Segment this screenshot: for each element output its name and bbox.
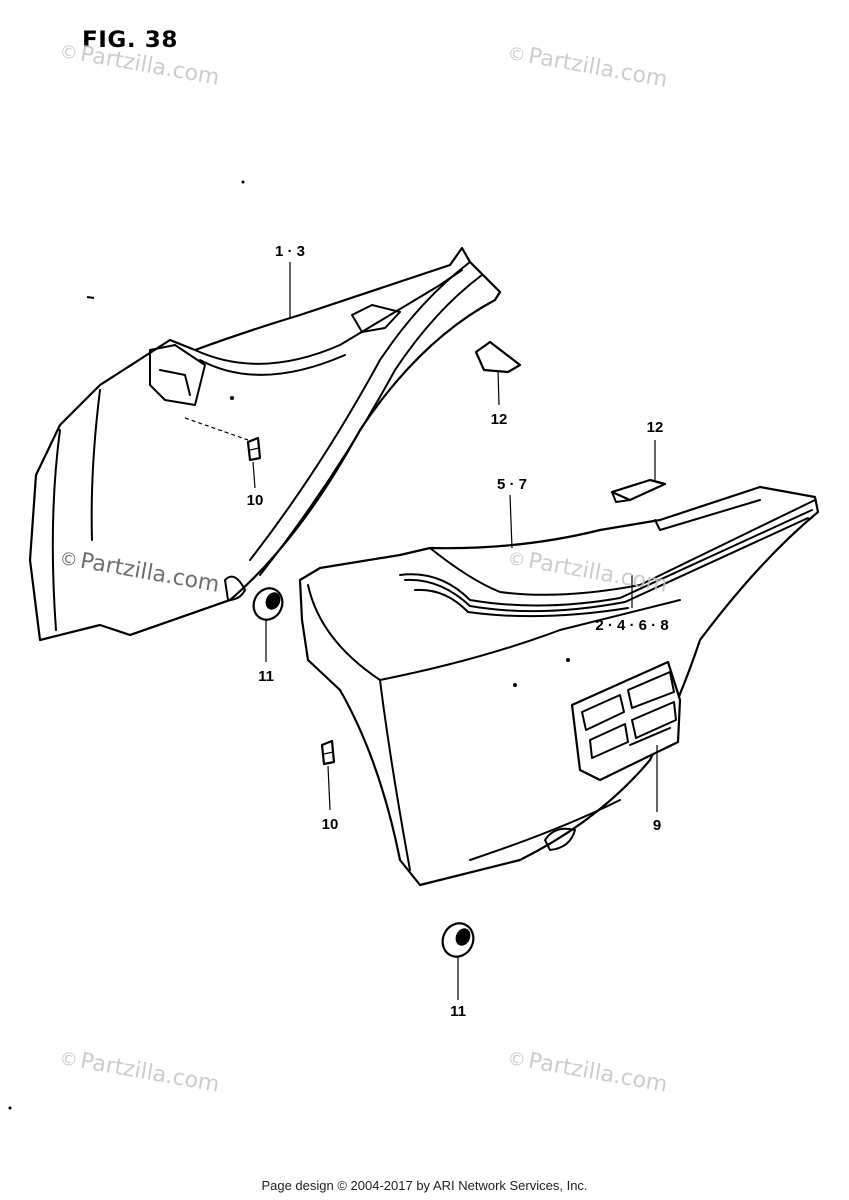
cushion-upper[interactable] [474, 340, 522, 374]
page-footer: Page design © 2004-2017 by ARI Network S… [261, 1178, 588, 1193]
callout-1-3: 1 · 3 [275, 243, 305, 260]
callout-11-lower: 11 [450, 1003, 466, 1020]
callout-11-upper: 11 [258, 668, 274, 685]
clip-upper[interactable] [246, 436, 262, 462]
callout-12-upper: 12 [491, 411, 508, 428]
clip-lower[interactable] [320, 739, 336, 766]
left-frame-cover[interactable] [28, 246, 502, 642]
figure-title: FIG. 38 [82, 28, 178, 53]
callout-12-lower: 12 [647, 419, 664, 436]
emblem-part-9[interactable] [570, 660, 682, 782]
callout-9: 9 [653, 817, 661, 834]
grommet-lower[interactable] [437, 918, 479, 961]
cushion-lower[interactable] [610, 478, 667, 503]
callout-10-upper: 10 [247, 492, 264, 509]
grommet-upper[interactable] [249, 584, 288, 625]
callout-10-lower: 10 [322, 816, 339, 833]
right-frame-cover[interactable] [298, 485, 820, 887]
callout-2-4-6-8: 2 · 4 · 6 · 8 [595, 617, 668, 634]
leader-lines [252, 262, 658, 1000]
callout-5-7: 5 · 7 [497, 476, 527, 493]
